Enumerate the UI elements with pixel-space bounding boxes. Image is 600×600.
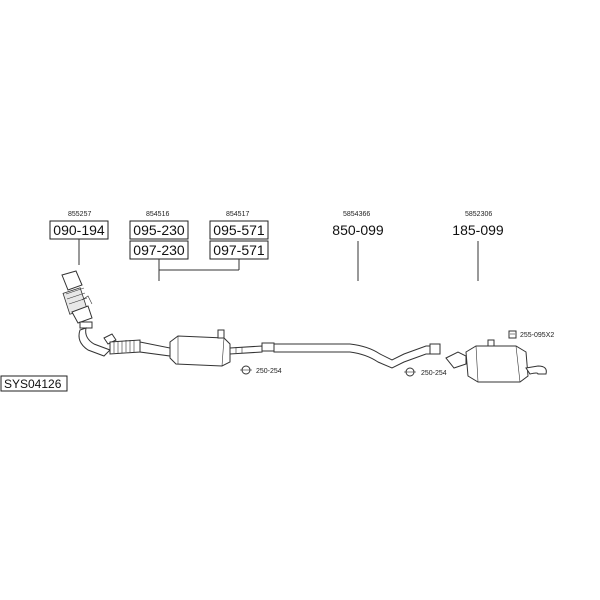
hanger-icon[interactable]	[508, 330, 517, 339]
leader-lines	[78, 239, 479, 281]
part-label-097-230[interactable]: 097-230	[129, 240, 189, 260]
ref-number-854517: 854517	[226, 211, 249, 218]
center-silencer[interactable]	[169, 329, 263, 367]
clamp-icon[interactable]	[240, 365, 252, 375]
part-label-095-230[interactable]: 095-230	[129, 220, 189, 240]
part-number-185-099[interactable]: 185-099	[452, 222, 504, 238]
part-number-text: 095-571	[213, 222, 265, 238]
part-number-text: 095-230	[133, 222, 185, 238]
intermediate-pipe[interactable]	[261, 342, 441, 369]
ref-number-5852306: 5852306	[465, 211, 492, 218]
part-number-text: 097-230	[133, 242, 185, 258]
system-code-label: SYS04126	[0, 375, 68, 392]
clamp-part-number-1[interactable]: 250-254	[256, 368, 282, 375]
part-label-097-571[interactable]: 097-571	[209, 240, 269, 260]
hanger-part-number[interactable]: 255-095X2	[520, 332, 554, 339]
catalytic-converter[interactable]	[61, 270, 171, 357]
part-number-850-099[interactable]: 850-099	[332, 222, 384, 238]
rear-silencer[interactable]	[445, 339, 547, 383]
part-number-text: 090-194	[53, 222, 105, 238]
part-number-text: 097-571	[213, 242, 265, 258]
clamp-part-number-2[interactable]: 250-254	[421, 370, 447, 377]
ref-number-855257: 855257	[68, 211, 91, 218]
part-label-090-194[interactable]: 090-194	[49, 220, 109, 240]
ref-number-854516: 854516	[146, 211, 169, 218]
ref-number-5854366: 5854366	[343, 211, 370, 218]
part-label-095-571[interactable]: 095-571	[209, 220, 269, 240]
system-code-text: SYS04126	[4, 377, 62, 391]
clamp-icon[interactable]	[404, 367, 416, 377]
